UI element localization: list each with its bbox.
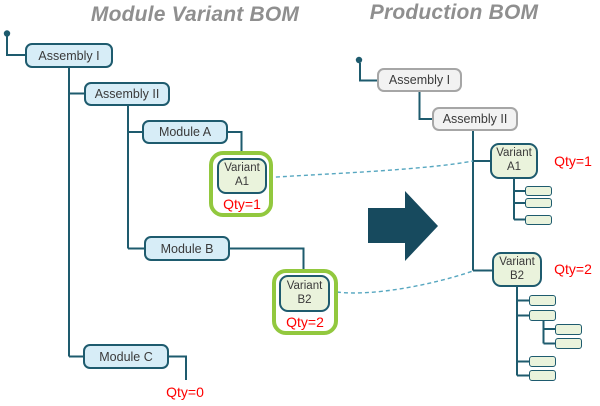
right-node-assembly-i: Assembly I [377, 68, 462, 92]
right-variant-a1-qty: Qty=1 [554, 153, 592, 169]
component-box [529, 370, 556, 381]
component-box [555, 323, 582, 335]
connector-module-a-to-variant-a1 [228, 131, 243, 152]
component-box [529, 356, 556, 367]
left-variant-b2-qty: Qty=2 [286, 314, 324, 330]
mapping-line-variant-b2 [336, 270, 474, 294]
connector-module-b-to-variant-b2 [230, 247, 305, 269]
connector-right-to-assembly-ii [418, 92, 432, 120]
right-node-assembly-ii: Assembly II [432, 107, 518, 131]
left-node-variant-b2: Variant B2 [279, 275, 330, 312]
connector-right-root [359, 63, 377, 82]
left-title: Module Variant BOM [90, 3, 300, 26]
component-box [555, 338, 582, 349]
left-node-module-b: Module B [144, 236, 230, 261]
component-box [525, 214, 552, 225]
left-module-c-qty: Qty=0 [166, 384, 204, 400]
component-box [525, 186, 552, 196]
component-box [529, 310, 556, 321]
left-node-module-a: Module A [142, 120, 228, 144]
right-title: Production BOM [369, 1, 539, 24]
left-node-variant-a1: Variant A1 [217, 158, 267, 194]
mapping-line-variant-a1 [268, 160, 474, 179]
left-root-node-dot [3, 30, 11, 37]
right-root-node-dot [355, 56, 363, 64]
right-node-variant-a1: Variant A1 [490, 143, 538, 179]
transform-arrow-icon [368, 191, 438, 261]
right-node-variant-b2: Variant B2 [492, 252, 542, 287]
left-variant-a1-qty: Qty=1 [223, 196, 261, 212]
left-node-assembly-i: Assembly I [25, 43, 113, 68]
left-node-assembly-ii: Assembly II [84, 82, 170, 106]
connector-left-root [6, 36, 25, 56]
component-box [525, 198, 552, 208]
left-node-module-c: Module C [83, 344, 169, 369]
component-box [529, 295, 556, 306]
connector-module-c-to-qty [169, 355, 187, 380]
right-variant-b2-qty: Qty=2 [554, 261, 592, 277]
